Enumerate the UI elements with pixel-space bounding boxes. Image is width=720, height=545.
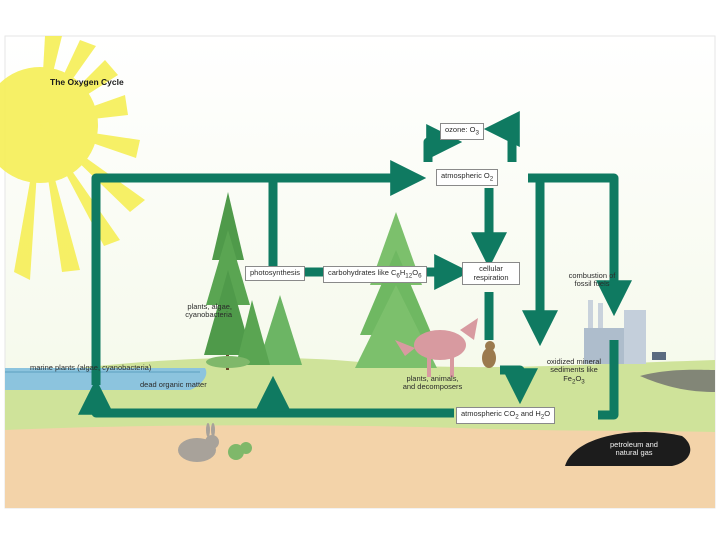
cellular-respiration-box: cellular respiration [462,262,520,286]
oxidized-sub-o: 3 [581,378,585,385]
marmot-icon [482,341,496,368]
marine-plants-label: marine plants (algae, cyanobacteria) [30,363,152,372]
arrow-bottom-return [78,378,454,418]
arrow-to-atm-co2 [500,365,538,405]
atmospheric-co2-subscript: 2 [515,413,519,421]
atmospheric-o2-box: atmospheric O2 [436,169,499,186]
plants-animals-label: plants, animals, and decomposers [402,374,463,392]
carbohydrates-o: O [412,268,419,277]
carbohydrates-h: H [399,268,406,277]
atmospheric-o2-label: atmospheric O [441,171,490,180]
petroleum-label: petroleum and natural gas [610,440,658,458]
arrow-to-ozone [423,124,463,162]
dead-organic-matter-label: dead organic matter [140,380,207,389]
atmospheric-h2o-subscript: 2 [540,413,545,421]
rabbit-icon [178,423,219,462]
oxidized-sediments-label: oxidized mineral sediments like Fe2O3 [544,357,604,386]
shrub-icon [228,442,252,460]
conifer-trees-left-icon [204,192,302,370]
arrow-to-combustion [528,173,632,317]
carbohydrates-sub-o: 6 [418,272,422,280]
atmospheric-co2-label: atmospheric CO [461,409,516,418]
combustion-label: combustion of fossil fuels [568,271,616,289]
atmospheric-co2-and-h: and H [518,409,541,418]
oxidized-o: O [575,373,582,383]
road [640,369,715,392]
petroleum-deposit-icon [565,431,691,466]
oxidized-sub-fe: 2 [571,378,576,385]
ozone-box: ozone: O3 [440,123,484,140]
carbohydrates-box: carbohydrates like C6H12O6 [323,266,427,283]
diagram-title: The Oxygen Cycle [50,77,124,87]
photosynthesis-label: photosynthesis [250,268,301,277]
fox-icon [395,318,478,377]
ozone-label: ozone: O [445,125,476,134]
carbohydrates-label: carbohydrates like C [328,268,397,277]
photosynthesis-box: photosynthesis [245,266,306,281]
arrow-left-loop [91,160,427,385]
arrow-combustion-down [598,340,619,420]
atmospheric-o2-subscript: 2 [489,175,494,183]
ozone-subscript: 3 [475,129,479,137]
atmospheric-co2-box: atmospheric CO2 and H2O [456,407,556,424]
carbohydrates-sub-c: 6 [396,272,400,280]
cycle-arrows [78,111,632,420]
cellular-respiration-label: cellular respiration [473,264,509,282]
plants-algae-label: plants, algae, cyanobacteria [185,302,232,320]
atmospheric-h2o-o: O [544,409,551,418]
oxidized-sediments-text: oxidized mineral sediments like Fe [546,357,602,383]
carbohydrates-sub-h: 12 [405,272,413,280]
